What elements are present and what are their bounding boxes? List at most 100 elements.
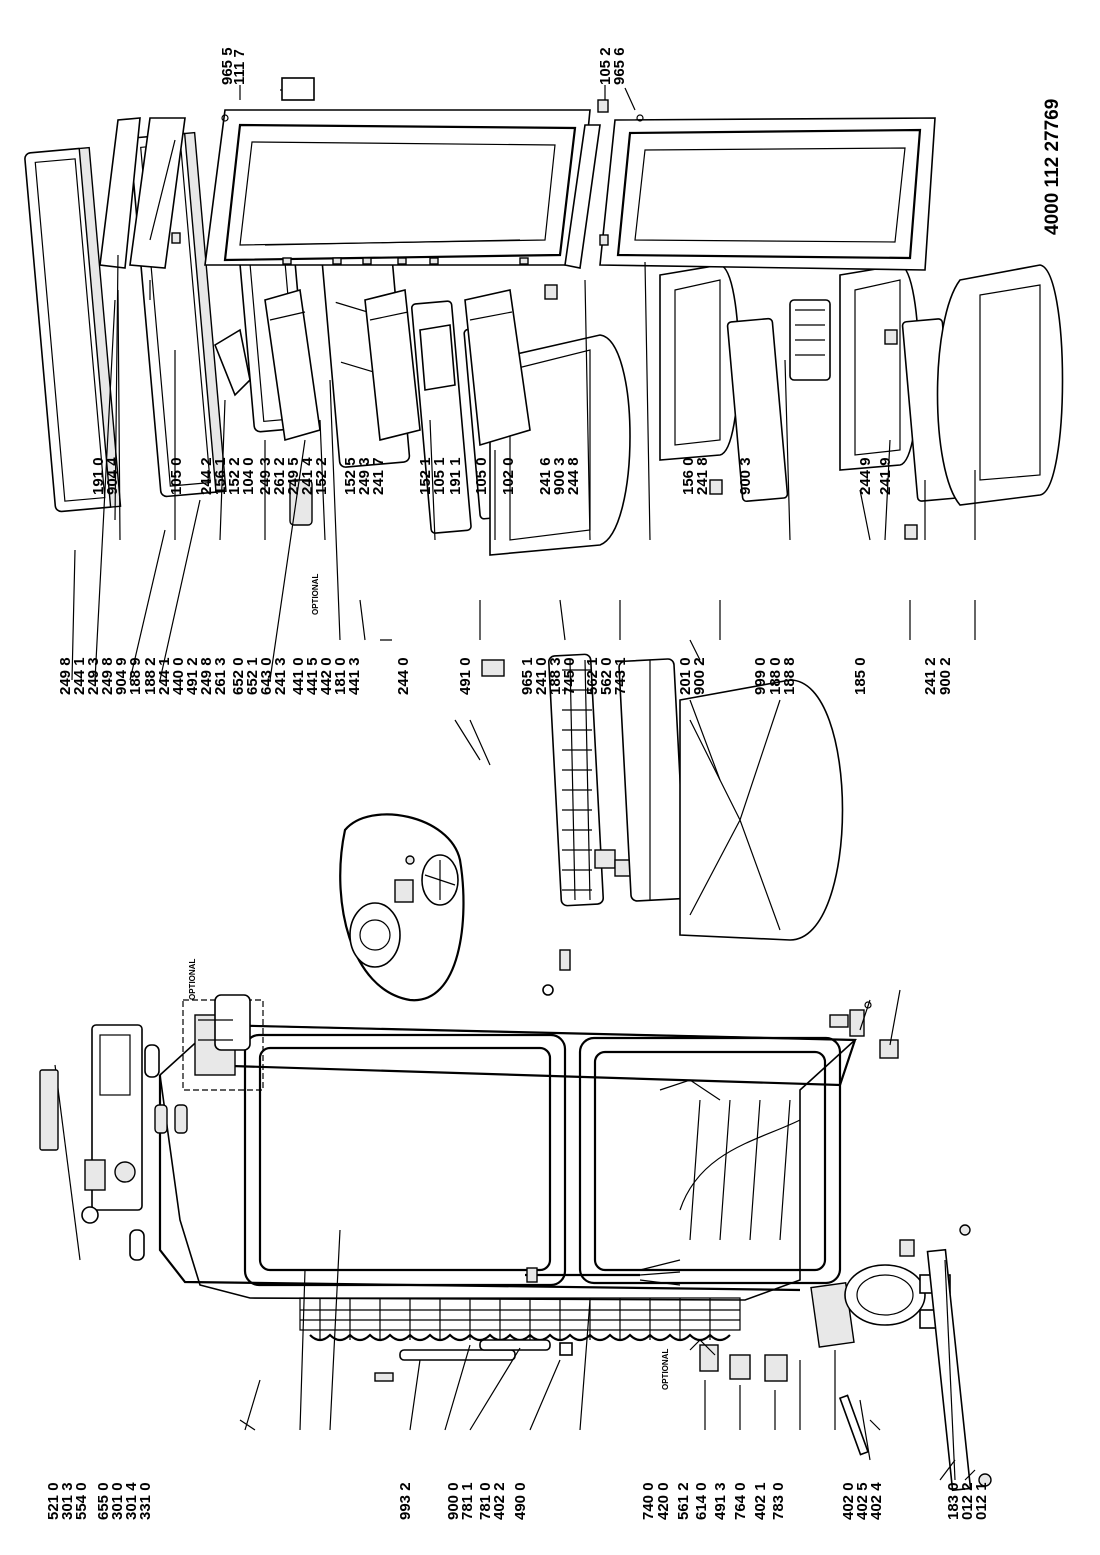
part-label: 781 0	[477, 1482, 494, 1520]
part-label: 185 0	[852, 657, 869, 695]
part-label: 781 1	[459, 1482, 476, 1520]
part-label: 249 8	[57, 657, 74, 695]
control-components	[689, 1339, 788, 1382]
evaporator-coil	[542, 653, 634, 996]
part-label: 244 9	[857, 457, 874, 495]
part-label: 643 0	[258, 657, 275, 695]
part-label: 191 1	[447, 457, 464, 495]
part-label: 402 1	[752, 1482, 769, 1520]
part-label: 491 3	[712, 1482, 729, 1520]
part-label: 965 5	[219, 47, 236, 85]
part-label: 241 6	[537, 457, 554, 495]
part-label: 301 4	[123, 1482, 140, 1520]
fridge-door	[204, 109, 591, 266]
condenser-coil	[299, 1297, 741, 1342]
part-label: 152 1	[417, 457, 434, 495]
part-label: 993 2	[397, 1482, 414, 1520]
part-label: 402 4	[868, 1482, 885, 1520]
part-label: 241 0	[533, 657, 550, 695]
part-label: 965 6	[611, 47, 628, 85]
part-label: 188 8	[781, 657, 798, 695]
part-label: 188 3	[547, 657, 564, 695]
part-label: 181 0	[332, 657, 349, 695]
part-label: 655 0	[95, 1482, 112, 1520]
part-label: 554 0	[73, 1482, 90, 1520]
freezer-drawers	[659, 264, 1064, 540]
part-label: 441 3	[346, 657, 363, 695]
part-label: 105 2	[597, 47, 614, 85]
part-label: 442 0	[318, 657, 335, 695]
part-label: 745 0	[561, 657, 578, 695]
part-label: 152 5	[342, 457, 359, 495]
part-label: 249 3	[356, 457, 373, 495]
part-label: 183 0	[945, 1482, 962, 1520]
part-label: 191 0	[90, 457, 107, 495]
part-label: 241 4	[299, 457, 316, 495]
part-label: 188 2	[142, 657, 159, 695]
part-label: 249 5	[285, 457, 302, 495]
part-label: 490 0	[512, 1482, 529, 1520]
part-label: 261 3	[212, 657, 229, 695]
optional-label: OPTIONAL	[661, 1349, 670, 1390]
part-label: 102 0	[500, 457, 517, 495]
part-label: 614 0	[693, 1482, 710, 1520]
part-label: 440 0	[170, 657, 187, 695]
part-label: 521 0	[45, 1482, 62, 1520]
door-gasket-strip	[99, 117, 601, 269]
door-bins	[214, 284, 558, 447]
part-label: 491 0	[457, 657, 474, 695]
part-label: 331 0	[137, 1482, 154, 1520]
part-label: 244 1	[71, 657, 88, 695]
part-label: 999 0	[752, 657, 769, 695]
part-label: 244 1	[156, 657, 173, 695]
part-label: 201 0	[677, 657, 694, 695]
part-label: 900 2	[937, 657, 954, 695]
leader-lines	[71, 85, 976, 1481]
document-number: 4000 112 27769	[1042, 99, 1063, 235]
part-label: 402 5	[854, 1482, 871, 1520]
part-label: 900 2	[691, 657, 708, 695]
part-label: 402 2	[491, 1482, 508, 1520]
part-label: 740 0	[640, 1482, 657, 1520]
part-label: 491 2	[184, 657, 201, 695]
part-label: 105 1	[431, 457, 448, 495]
control-strip	[39, 1024, 188, 1261]
part-label: 152 2	[313, 457, 330, 495]
part-label: 244 8	[565, 457, 582, 495]
part-label: 012 2	[959, 1482, 976, 1520]
evaporator-fan	[339, 813, 465, 1002]
part-label: 188 9	[127, 657, 144, 695]
compressor-assembly	[810, 1224, 992, 1492]
part-label: 900 0	[445, 1482, 462, 1520]
part-label: 156 0	[680, 457, 697, 495]
part-label: 188 0	[767, 657, 784, 695]
cabinet-body	[158, 1023, 858, 1301]
part-label: 111 7	[231, 49, 248, 85]
part-label: 562 1	[584, 657, 601, 695]
optional-label: OPTIONAL	[311, 574, 320, 615]
part-label: 904 9	[113, 657, 130, 695]
part-label: 561 2	[675, 1482, 692, 1520]
part-label: 241 3	[272, 657, 289, 695]
part-label: 783 0	[770, 1482, 787, 1520]
part-label: 105 0	[168, 457, 185, 495]
part-label: 261 2	[271, 457, 288, 495]
part-label: 562 0	[598, 657, 615, 695]
part-label: 241 9	[877, 457, 894, 495]
part-label: 156 1	[212, 457, 229, 495]
pipes-and-rods	[374, 1259, 870, 1456]
part-label: 900 3	[737, 457, 754, 495]
part-label: 105 0	[473, 457, 490, 495]
freezer-door	[599, 117, 936, 271]
part-label: 965 1	[519, 657, 536, 695]
part-label: 441 0	[290, 657, 307, 695]
part-label: 904 4	[104, 457, 121, 495]
part-label: 402 0	[840, 1482, 857, 1520]
part-label: 241 7	[370, 457, 387, 495]
part-label: 249 3	[257, 457, 274, 495]
part-label: 249 3	[85, 657, 102, 695]
part-label: 241 8	[694, 457, 711, 495]
